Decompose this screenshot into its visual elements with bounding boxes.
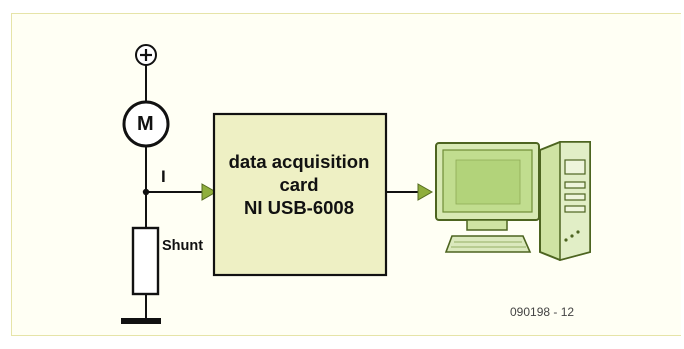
daq-card-label: data acquisition card NI USB-6008 xyxy=(213,150,385,219)
motor-icon xyxy=(122,100,170,148)
daq-card-label-line3: NI USB-6008 xyxy=(243,197,354,218)
arrow-to-computer-icon xyxy=(417,183,434,201)
shunt-resistor-icon xyxy=(131,226,160,296)
shunt-label: Shunt xyxy=(162,238,204,254)
computer-tower-icon xyxy=(539,141,591,262)
figure-id: 090198 - 12 xyxy=(510,305,575,319)
junction-dot xyxy=(142,188,150,196)
supply-terminal-icon xyxy=(135,44,157,66)
ground-icon xyxy=(121,318,161,324)
computer-monitor-icon xyxy=(435,142,540,253)
daq-card-block xyxy=(212,112,388,277)
motor-label: M xyxy=(137,113,154,135)
daq-card-label-line2: card xyxy=(279,174,319,195)
daq-card-label-line1: data acquisition xyxy=(228,151,370,172)
arrow-to-card-icon xyxy=(201,183,218,201)
current-label: I xyxy=(161,167,166,186)
